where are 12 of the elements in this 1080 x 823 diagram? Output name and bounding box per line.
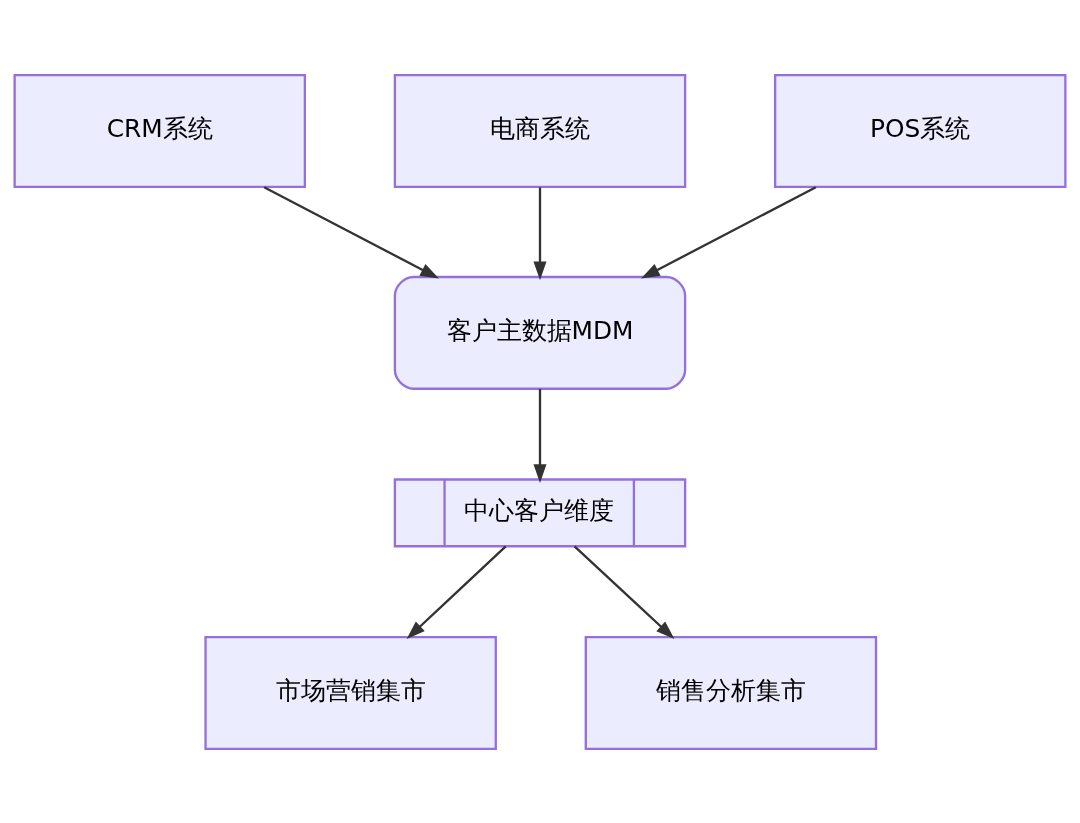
arrow [533, 388, 547, 483]
node-box: CRM系统 [13, 73, 307, 188]
arrow [263, 185, 439, 278]
node-box: POS系统 [773, 73, 1067, 188]
arrow [641, 185, 817, 278]
arrow [533, 186, 547, 280]
node-box: 市场营销集市 [204, 635, 497, 750]
arrow [573, 545, 675, 639]
node-box: 销售分析集市 [584, 635, 878, 750]
arrow [406, 545, 507, 639]
node-box: 电商系统 [393, 73, 687, 188]
node-box: 客户主数据MDM [393, 275, 687, 390]
